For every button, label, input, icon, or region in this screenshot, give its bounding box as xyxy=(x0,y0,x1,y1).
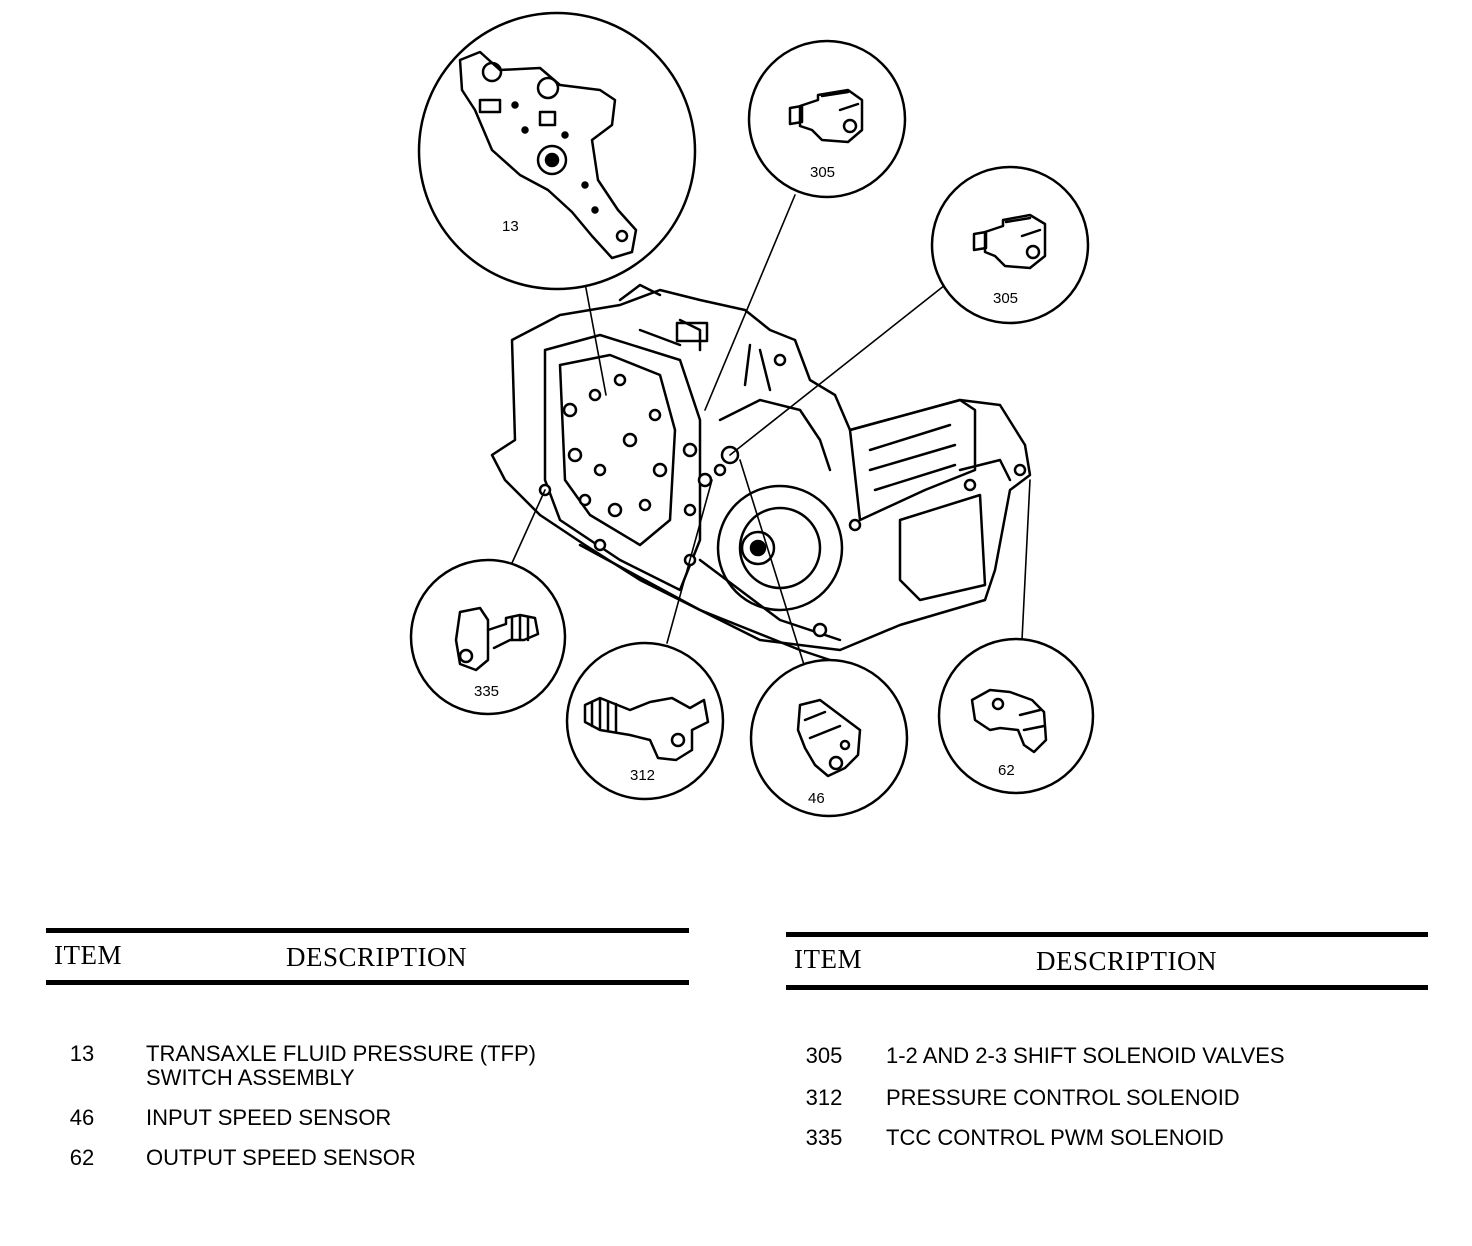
column-header-description: DESCRIPTION xyxy=(286,942,468,972)
valve-body-bolts xyxy=(538,353,1027,638)
item-description-continued: SWITCH ASSEMBLY xyxy=(146,1065,355,1090)
column-header-item: ITEM xyxy=(794,944,862,974)
callout-label-46: 46 xyxy=(808,790,825,807)
item-number: 13 xyxy=(69,1041,95,1066)
item-number: 46 xyxy=(69,1105,95,1130)
item-description: INPUT SPEED SENSOR xyxy=(146,1105,392,1130)
callout-label-305-lower: 305 xyxy=(993,290,1018,307)
callout-label-312: 312 xyxy=(630,767,655,784)
item-number: 312 xyxy=(805,1085,843,1110)
item-description: OUTPUT SPEED SENSOR xyxy=(146,1145,416,1170)
callout-305-lower xyxy=(930,165,1090,325)
callout-62 xyxy=(937,637,1095,795)
legend-table-right: ITEM DESCRIPTION 305 1-2 AND 2-3 SHIFT S… xyxy=(786,932,1428,1162)
item-description: TCC CONTROL PWM SOLENOID xyxy=(886,1125,1224,1150)
transaxle-housing xyxy=(490,283,1032,662)
leader-lines xyxy=(511,194,1031,669)
legend-table-left: ITEM DESCRIPTION 13 TRANSAXLE FLUID PRES… xyxy=(46,928,689,1188)
callout-label-62: 62 xyxy=(998,762,1015,779)
callout-46 xyxy=(749,658,909,818)
table-header-rule xyxy=(786,985,1428,990)
table-top-rule xyxy=(46,928,689,933)
callout-305-upper xyxy=(747,39,907,199)
table-top-rule xyxy=(786,932,1428,937)
column-header-item: ITEM xyxy=(54,940,122,970)
item-description: PRESSURE CONTROL SOLENOID xyxy=(886,1085,1240,1110)
table-header-rule xyxy=(46,980,689,985)
callout-label-305-upper: 305 xyxy=(810,164,835,181)
callout-335 xyxy=(409,558,567,716)
transaxle-diagram: 13 305 305 335 312 46 62 xyxy=(409,11,1095,818)
item-description: TRANSAXLE FLUID PRESSURE (TFP) xyxy=(146,1041,536,1066)
callout-13 xyxy=(417,11,697,291)
callout-label-13: 13 xyxy=(502,218,519,235)
item-number: 305 xyxy=(805,1043,843,1068)
callout-312 xyxy=(565,641,725,801)
item-description: 1-2 AND 2-3 SHIFT SOLENOID VALVES xyxy=(886,1043,1285,1068)
item-number: 62 xyxy=(69,1145,95,1170)
callout-label-335: 335 xyxy=(474,683,499,700)
item-number: 335 xyxy=(805,1125,843,1150)
column-header-description: DESCRIPTION xyxy=(1036,946,1218,976)
